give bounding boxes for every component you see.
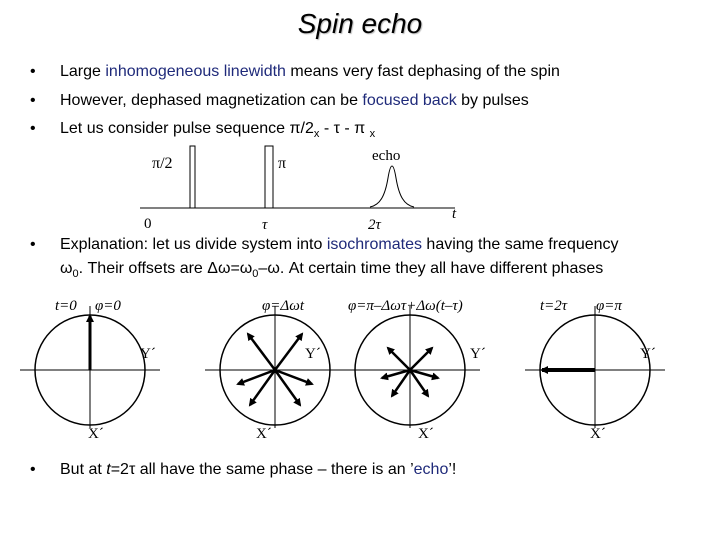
isochromat-arrow [274,332,304,371]
isochromat-arrow [274,368,314,386]
isochromat-arrow [248,369,277,407]
svg-text:X´: X´ [590,426,606,442]
phase-labels: t=0 φ=0 φ=Δωt φ=π–Δωτ+Δω(t–τ) t=2τ φ=π [55,298,622,314]
isochromat-arrow [236,368,276,386]
svg-text:Y´: Y´ [470,346,486,362]
label-t2tau: t=2τ [540,298,568,314]
zero-label: 0 [144,216,152,232]
svg-text:X´: X´ [256,426,272,442]
svg-text:Y´: Y´ [305,346,321,362]
svg-text:X´: X´ [418,426,434,442]
phase-circle-2: Y´ X´ [205,306,345,442]
slide-title: Spin echo [297,8,423,39]
label-phipi: φ=π [596,298,622,314]
svg-text:Y´: Y´ [140,346,156,362]
echo-signal [369,165,415,208]
t-label: t [452,206,457,222]
isochromat-arrow [409,346,434,371]
isochromat-arrow [386,346,411,371]
label-t0: t=0 [55,298,77,314]
isochromat-arrow [408,369,430,398]
tau-label: τ [262,217,268,233]
isochromat-arrow [246,332,276,371]
svg-text:Y´: Y´ [640,346,656,362]
pi2-label: π/2 [152,155,173,172]
isochromat-arrow [273,369,302,407]
phase-circle-1: Y´ X´ [20,306,160,442]
pulse-pi [264,145,274,209]
isochromat-arrow [380,368,411,381]
label-phi0: φ=0 [95,298,121,314]
label-phi-dwt: φ=Δωt [262,298,305,314]
twotau-label: 2τ [368,217,382,233]
phase-circle-3: Y´ X´ [340,306,486,442]
echo-label: echo [372,148,400,164]
label-phi-mid: φ=π–Δωτ+Δω(t–τ) [348,298,463,314]
phase-circle-4: Y´ X´ [525,306,665,442]
pulse-sequence: π/2 π echo t 0 τ 2τ [140,145,457,233]
pulse-pi2 [189,145,196,209]
svg-text:X´: X´ [88,426,104,442]
isochromat-arrow [409,368,440,381]
pi-label: π [278,155,286,172]
isochromat-arrow [390,369,412,398]
